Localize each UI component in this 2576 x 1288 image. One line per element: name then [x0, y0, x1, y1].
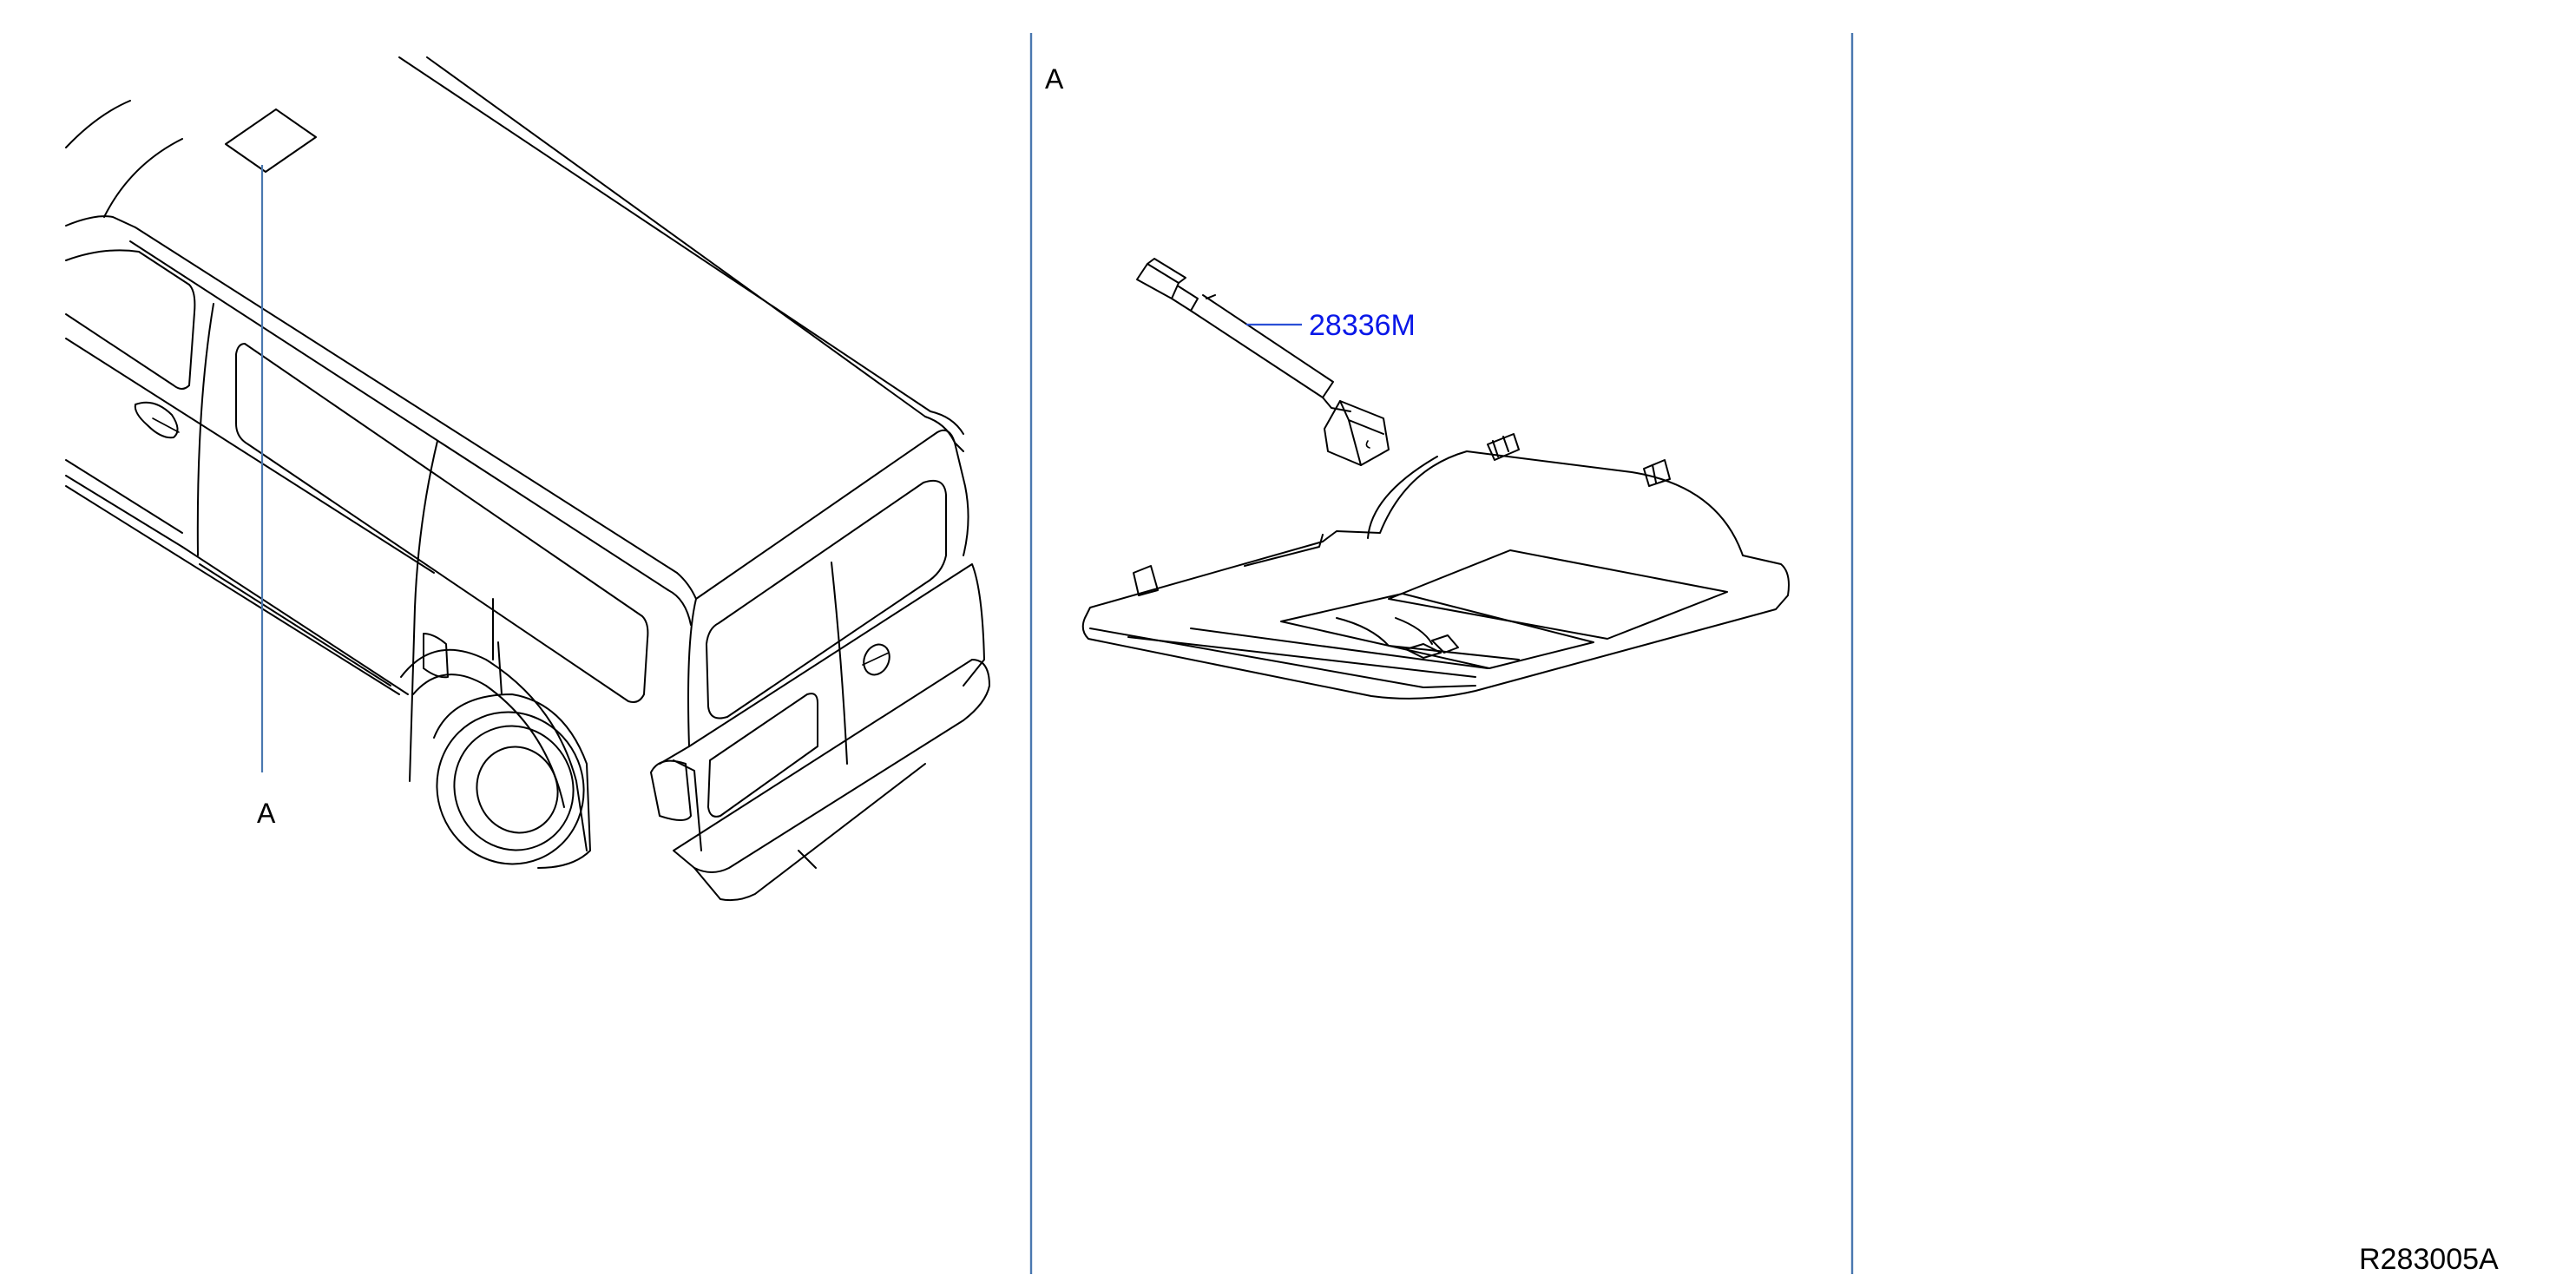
roof-antenna-marker	[225, 108, 317, 173]
vehicle-illustration	[65, 56, 990, 902]
view-a-marker: A	[257, 798, 276, 829]
map-lamp-console	[1081, 433, 1790, 700]
drawing-code: R283005A	[2359, 1243, 2499, 1276]
detail-label: A	[1045, 63, 1064, 95]
antenna-feeder-cable	[1136, 258, 1390, 466]
part-number-callout[interactable]: 28336M	[1309, 309, 1416, 342]
